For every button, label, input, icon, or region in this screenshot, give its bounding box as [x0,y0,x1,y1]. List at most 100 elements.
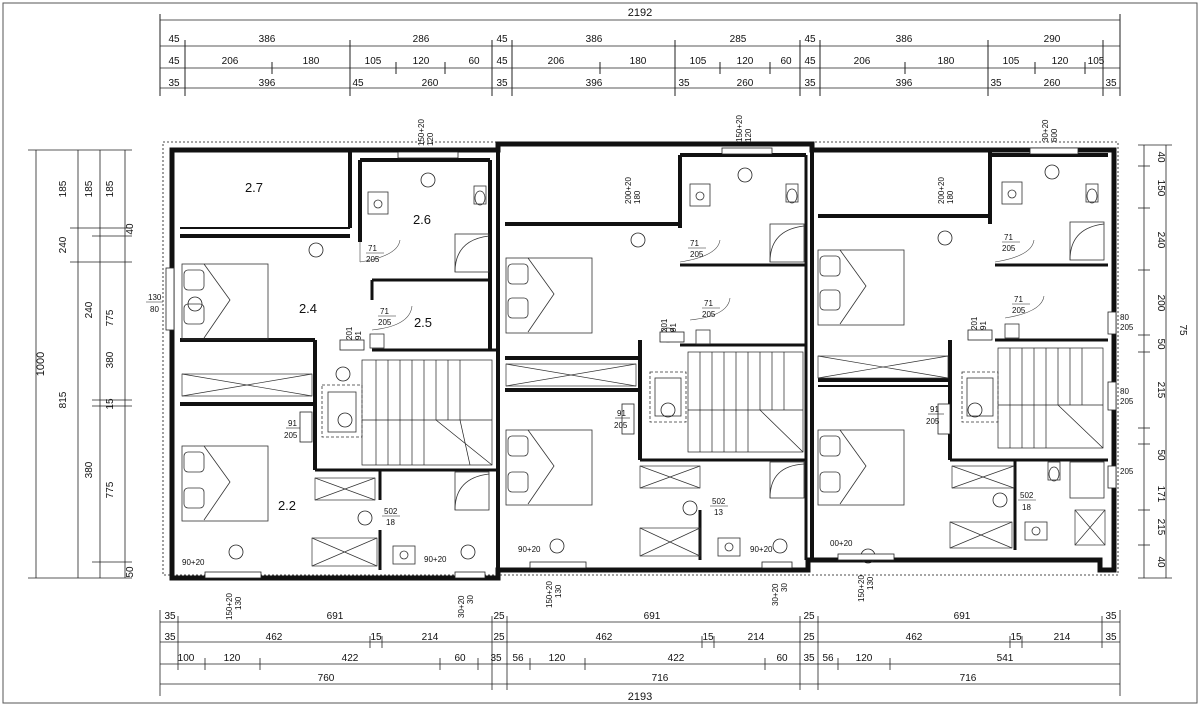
dim-label: 691 [644,611,661,622]
dim-label: 91 [617,409,626,418]
dim-label: 214 [1054,632,1071,643]
room-label-2-7: 2.7 [245,180,263,195]
dim-label: 90+20 [424,555,447,564]
dim-label: 201 [660,318,669,332]
dim-label: 50 [1155,449,1166,461]
dim-label: 35 [990,78,1002,89]
dim-label: 205 [1120,467,1134,476]
top-overall-dim: 2192 [628,7,652,19]
dim-label: 30 [466,595,475,604]
dim-label: 205 [378,318,392,327]
dim-label: 462 [596,632,613,643]
dim-label: 30+20 [457,595,466,618]
bottom-dim-row1: 35 691 25 691 25 691 35 [164,611,1117,622]
dim-label: 60 [776,653,788,664]
dim-label: 150+20 [735,115,744,142]
dim-label: 90+20 [518,545,541,554]
dim-label: 60 [780,56,792,67]
dim-label: 120 [549,653,566,664]
dim-label: 185 [58,180,69,197]
dim-label: 396 [586,78,603,89]
dim-label: 35 [678,78,690,89]
dim-label: 150+20 [857,575,866,602]
dim-label: 120 [426,132,435,146]
dim-label: 716 [652,673,669,684]
dim-label: 206 [548,56,565,67]
dim-label: 120 [224,653,241,664]
dim-label: 15 [702,632,714,643]
dim-label: 380 [105,351,116,368]
dim-label: 60 [454,653,466,664]
room-label-2-5: 2.5 [414,315,432,330]
dim-label: 90+20 [182,558,205,567]
dim-label: 56 [822,653,834,664]
dim-label: 380 [84,461,95,478]
dim-label: 260 [422,78,439,89]
dim-label: 180 [633,190,642,204]
room-label-2-2: 2.2 [278,498,296,513]
dim-label: 396 [259,78,276,89]
dim-label: 205 [1120,323,1134,332]
door-swings [359,239,1045,331]
building-walls [162,141,1119,581]
right-dimensions [1138,144,1172,579]
dim-label: 35 [1105,78,1117,89]
dim-label: 30+20 [1041,119,1050,142]
dim-label: 71 [380,307,389,316]
dim-label: 541 [997,653,1014,664]
dim-label: 716 [960,673,977,684]
dim-label: 18 [386,518,395,527]
dim-label: 205 [284,431,298,440]
shower-trays [454,221,1105,511]
dim-label: 35 [803,653,815,664]
opening-labels: 71 205 71 205 91 205 130 80 71 205 71 20… [146,115,1134,620]
bed-unit2-lower [505,429,593,506]
dim-label: 200+20 [624,177,633,204]
dim-label: 15 [1010,632,1022,643]
dim-label: 80 [150,305,159,314]
dim-label: 71 [1004,233,1013,242]
bottom-dimensions [159,610,1121,696]
dim-label: 775 [105,481,116,498]
bed-unit1-upper [181,263,269,340]
dim-label: 00+20 [830,539,853,548]
dim-label: 35 [168,78,180,89]
top-dim-row1: 45 386 286 45 386 285 45 386 290 [168,34,1060,45]
toilets [473,183,1099,482]
stairs-unit1 [361,359,493,466]
dim-label: 150+20 [225,593,234,620]
dim-label: 35 [804,78,816,89]
dim-label: 205 [1012,306,1026,315]
dim-label: 18 [1022,503,1031,512]
dim-label: 71 [1014,295,1023,304]
washbasins [367,181,1048,565]
dim-label: 90+20 [750,545,773,554]
dim-label: 386 [259,34,276,45]
dim-label: 201 [345,326,354,340]
dim-label: 215 [1155,382,1166,399]
dim-label: 25 [803,611,815,622]
dim-label: 205 [366,255,380,264]
dim-label: 200+20 [937,177,946,204]
dim-label: 260 [737,78,754,89]
bed-unit2-upper [505,257,593,334]
bed-unit3-upper [817,249,905,326]
dim-label: 760 [318,673,335,684]
dim-label: 180 [946,190,955,204]
dim-label: 45 [168,34,180,45]
dim-label: 205 [1120,397,1134,406]
dim-label: 214 [422,632,439,643]
left-dim-labels: 1000 185 240 815 185 240 380 775 380 775… [35,180,136,577]
dim-label: 91 [979,321,988,330]
dim-label: 35 [164,611,176,622]
top-dim-row2: 45 206 180 105 120 60 45 206 180 105 120… [168,56,1104,67]
dim-label: 185 [105,180,116,197]
dim-label: 71 [704,299,713,308]
dim-label: 50 [125,566,136,578]
dim-label: 206 [222,56,239,67]
dim-label: 462 [266,632,283,643]
stairs-unit2 [687,351,804,453]
dim-label: 201 [970,316,979,330]
dim-label: 130 [554,584,563,598]
dim-label: 120 [1052,56,1069,67]
